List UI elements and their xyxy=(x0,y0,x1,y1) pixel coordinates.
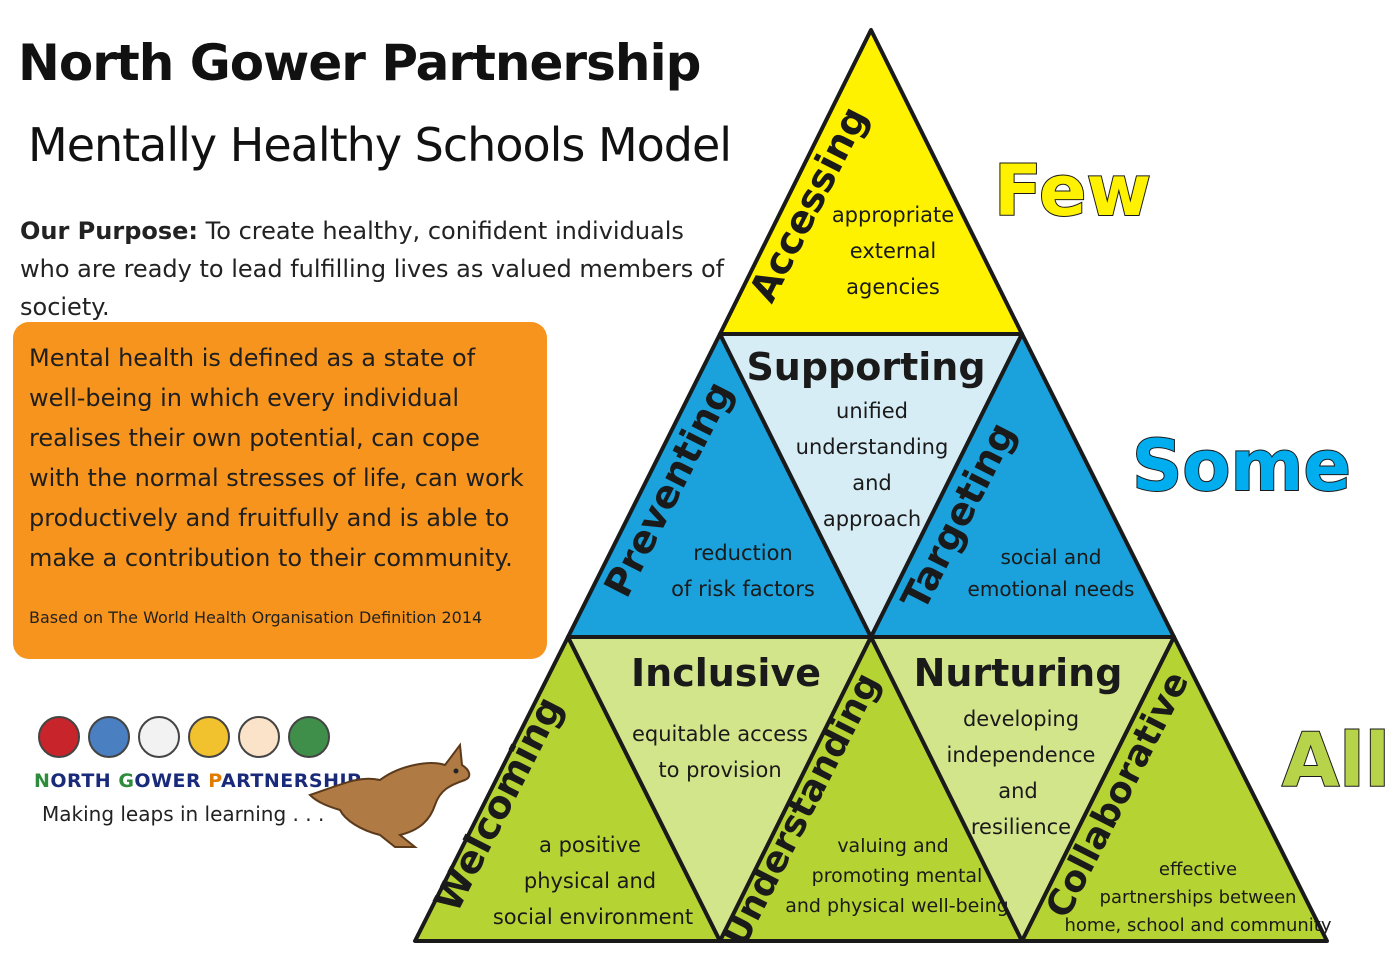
supporting-line: and xyxy=(852,471,892,495)
school-logo-badge xyxy=(88,716,130,758)
accessing-line: external xyxy=(850,239,936,263)
supporting-line: understanding xyxy=(796,435,949,459)
brand-word: ARTNERSHIP xyxy=(220,770,362,792)
inclusive-line: to provision xyxy=(658,758,781,782)
collaborative-triangle xyxy=(1020,635,1329,943)
kangaroo-illustration xyxy=(308,742,471,848)
inclusive-line: equitable access xyxy=(632,722,808,746)
school-logos xyxy=(38,716,330,758)
partnership-brand-name: NORTH GOWER PARTNERSHIP xyxy=(34,770,362,792)
accessing-line: agencies xyxy=(846,275,940,299)
purpose-statement: Our Purpose: To create healthy, conifide… xyxy=(20,212,740,326)
targeting-line: emotional needs xyxy=(968,577,1135,601)
preventing-line: reduction xyxy=(693,541,793,565)
nurturing-line: resilience xyxy=(971,815,1071,839)
level-label-few: Few xyxy=(993,149,1152,233)
level-label-some: Some xyxy=(1131,424,1352,508)
welcoming-line: a positive xyxy=(539,833,641,857)
collaborative-line: partnerships between xyxy=(1100,887,1297,908)
inclusive-title: Inclusive xyxy=(631,651,821,695)
school-logo-badge xyxy=(238,716,280,758)
preventing-line: of risk factors xyxy=(671,577,815,601)
purpose-label: Our Purpose: xyxy=(20,217,199,245)
targeting-line: social and xyxy=(1000,545,1101,569)
school-logo-badge xyxy=(138,716,180,758)
school-logo-badge xyxy=(188,716,230,758)
definition-box: Mental health is defined as a state of w… xyxy=(13,322,547,659)
brand-word: OWER xyxy=(134,770,209,792)
collaborative-line: effective xyxy=(1159,859,1237,880)
page-title: North Gower Partnership xyxy=(18,34,701,92)
nurturing-line: independence xyxy=(947,743,1096,767)
nurturing-line: and xyxy=(998,779,1038,803)
supporting-title: Supporting xyxy=(746,345,985,389)
welcoming-line: physical and xyxy=(524,869,656,893)
brand-initial: N xyxy=(34,770,51,792)
purpose-text: To create healthy, conifident individual… xyxy=(20,217,725,321)
welcoming-line: social environment xyxy=(493,905,693,929)
understanding-line: promoting mental xyxy=(812,865,983,887)
brand-initial: G xyxy=(118,770,135,792)
understanding-line: and physical well-being xyxy=(785,895,1009,917)
nurturing-line: developing xyxy=(963,707,1079,731)
understanding-line: valuing and xyxy=(837,835,948,857)
brand-word: ORTH xyxy=(50,770,119,792)
school-logo-badge xyxy=(288,716,330,758)
accessing-line: appropriate xyxy=(832,203,954,227)
page-subtitle: Mentally Healthy Schools Model xyxy=(28,118,732,172)
school-logo-badge xyxy=(38,716,80,758)
definition-text: Mental health is defined as a state of w… xyxy=(29,344,524,572)
brand-initial: P xyxy=(208,770,221,792)
supporting-line: approach xyxy=(823,507,921,531)
level-label-all: All xyxy=(1281,717,1388,805)
partnership-tagline: Making leaps in learning . . . xyxy=(42,802,325,826)
supporting-line: unified xyxy=(836,399,908,423)
definition-source: Based on The World Health Organisation D… xyxy=(29,608,483,627)
collaborative-line: home, school and community xyxy=(1065,915,1332,936)
nurturing-title: Nurturing xyxy=(914,651,1123,695)
